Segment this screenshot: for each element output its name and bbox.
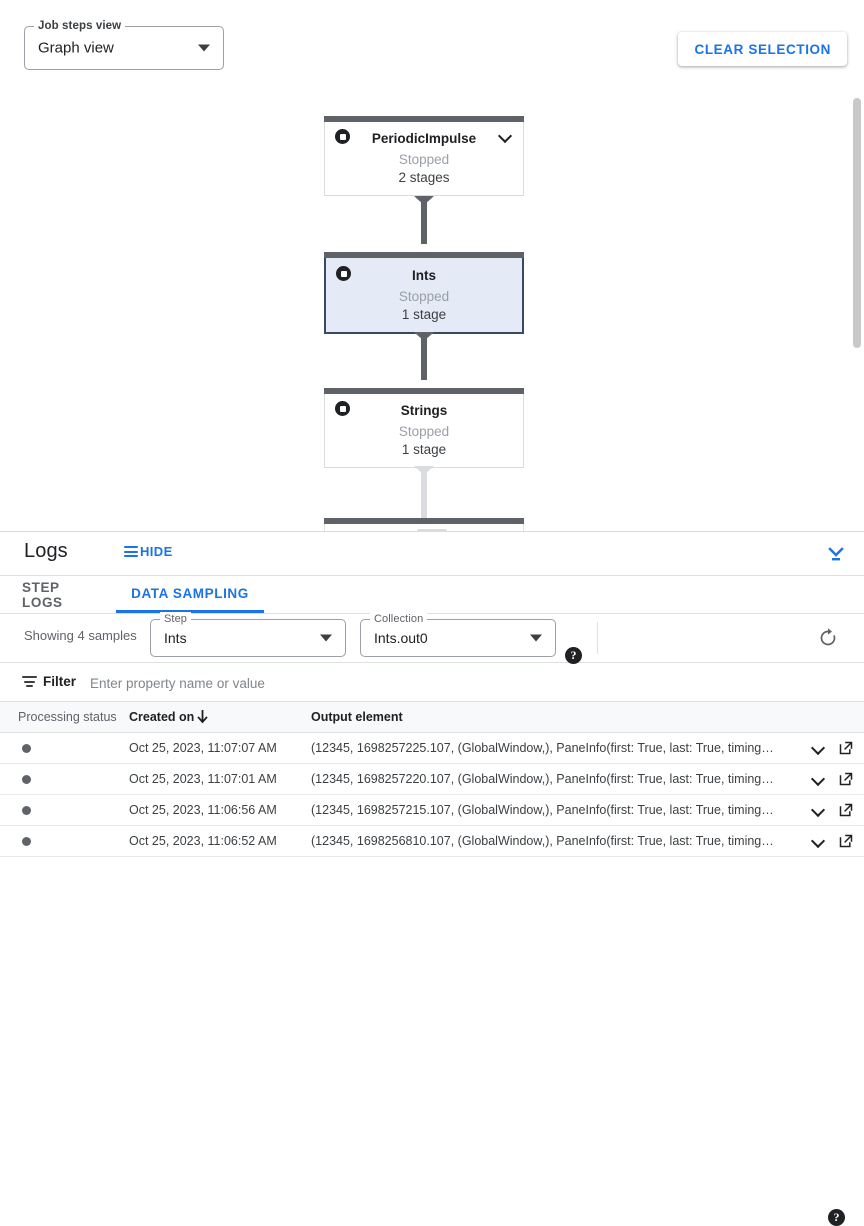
node-status: Stopped [398,424,450,439]
cell-created-on: Oct 25, 2023, 11:07:01 AM [129,772,277,786]
node-title: PeriodicImpulse [371,131,477,146]
status-dot-icon [22,837,31,846]
status-dot-icon [22,744,31,753]
collapse-panel-button[interactable] [824,542,848,566]
step-select-label: Step [160,612,192,626]
table-row[interactable]: Oct 25, 2023, 11:07:07 AM (12345, 169825… [0,733,864,764]
hide-logs-label: HIDE [140,544,173,559]
stop-icon [335,129,350,144]
node-status-bar [324,116,524,122]
job-steps-view-value: Graph view [38,39,114,57]
expand-row-icon[interactable] [810,833,826,849]
job-steps-view-label: Job steps view [34,19,126,33]
graph-node-ints[interactable]: Ints Stopped 1 stage [324,252,524,334]
graph-edge-3 [421,468,427,520]
cell-output-element: (12345, 1698256810.107, (GlobalWindow,),… [311,834,774,848]
chevron-down-icon[interactable] [530,634,542,642]
collection-select-value: Ints.out0 [374,630,428,646]
job-graph-pane: Job steps view Graph view CLEAR SELECTIO… [0,0,864,532]
cell-created-on: Oct 25, 2023, 11:07:07 AM [129,741,277,755]
open-in-new-icon[interactable] [838,740,854,756]
open-in-new-icon[interactable] [838,802,854,818]
showing-samples-text: Showing 4 samples [24,628,137,643]
chevron-down-icon[interactable] [198,44,210,52]
node-status-bar [324,388,524,394]
collection-select[interactable]: Collection Ints.out0 [360,612,556,657]
step-select[interactable]: Step Ints [150,612,346,657]
node-title: Ints [411,268,436,283]
node-status-bar [324,518,524,524]
refresh-icon[interactable] [816,626,840,650]
graph-edge-2 [421,334,427,380]
pane-drag-handle[interactable] [417,529,447,533]
graph-edge-arrow-1 [414,196,434,205]
step-select-value: Ints [164,630,187,646]
table-row[interactable]: Oct 25, 2023, 11:06:56 AM (12345, 169825… [0,795,864,826]
column-header-output-element[interactable]: Output element [311,710,403,724]
clear-selection-button[interactable]: CLEAR SELECTION [678,32,847,66]
logs-header: Logs HIDE [0,532,864,576]
expand-row-icon[interactable] [810,771,826,787]
expand-row-icon[interactable] [810,740,826,756]
cell-created-on: Oct 25, 2023, 11:06:52 AM [129,834,277,848]
expand-row-icon[interactable] [810,802,826,818]
filter-label: Filter [43,674,77,689]
node-stages: 1 stage [401,442,447,457]
data-sampling-controls: Showing 4 samples Step Ints Collection I… [0,612,864,664]
sort-descending-icon[interactable] [196,709,209,724]
collection-select-field[interactable]: Collection Ints.out0 [360,612,556,657]
tab-step-logs[interactable]: STEP LOGS [22,579,63,610]
samples-table-body: Oct 25, 2023, 11:07:07 AM (12345, 169825… [0,733,864,857]
filter-help-icon[interactable]: ? [828,1209,845,1226]
cell-output-element: (12345, 1698257215.107, (GlobalWindow,),… [311,803,774,817]
graph-edge-1 [421,196,427,244]
logs-panel: Logs HIDE STEP LOGS DATA SAMPLING Showin… [0,532,864,1226]
chevron-down-icon[interactable] [320,634,332,642]
graph-node-partial[interactable] [324,518,524,532]
open-in-new-icon[interactable] [838,833,854,849]
graph-edge-arrow-3 [414,466,434,475]
filter-input[interactable] [88,671,792,695]
status-dot-icon [22,806,31,815]
list-icon [124,546,138,557]
hide-logs-button[interactable]: HIDE [124,544,173,559]
stop-icon [336,266,351,281]
node-stages: 2 stages [398,170,450,185]
controls-divider [597,622,598,654]
node-title: Strings [400,403,448,418]
collection-select-label: Collection [370,612,428,626]
node-status: Stopped [398,152,450,167]
samples-table-header: Processing status Created on Output elem… [0,702,864,733]
graph-edge-arrow-2 [414,332,434,341]
logs-tabs: STEP LOGS DATA SAMPLING [0,576,864,614]
cell-output-element: (12345, 1698257225.107, (GlobalWindow,),… [311,741,774,755]
cell-output-element: (12345, 1698257220.107, (GlobalWindow,),… [311,772,774,786]
help-icon[interactable]: ? [565,647,582,664]
node-stages: 1 stage [401,307,447,322]
stop-icon [335,401,350,416]
graph-node-periodicimpulse[interactable]: PeriodicImpulse Stopped 2 stages [324,116,524,196]
graph-vertical-scrollbar[interactable] [853,98,861,348]
logs-title: Logs [24,540,68,562]
filter-icon [22,676,37,688]
cell-created-on: Oct 25, 2023, 11:06:56 AM [129,803,277,817]
column-header-processing-status[interactable]: Processing status [18,710,117,724]
job-steps-view-select[interactable]: Job steps view Graph view [24,19,224,70]
node-status: Stopped [398,289,450,304]
table-row[interactable]: Oct 25, 2023, 11:06:52 AM (12345, 169825… [0,826,864,857]
table-row[interactable]: Oct 25, 2023, 11:07:01 AM (12345, 169825… [0,764,864,795]
status-dot-icon [22,775,31,784]
column-header-created-on[interactable]: Created on [129,710,195,724]
chevron-down-icon[interactable] [499,130,512,143]
tab-data-sampling[interactable]: DATA SAMPLING [116,576,264,613]
open-in-new-icon[interactable] [838,771,854,787]
step-select-field[interactable]: Step Ints [150,612,346,657]
job-steps-view-field[interactable]: Job steps view Graph view [24,19,224,70]
filter-bar: Filter [0,663,864,702]
graph-node-strings[interactable]: Strings Stopped 1 stage [324,388,524,468]
node-status-bar [324,252,524,258]
